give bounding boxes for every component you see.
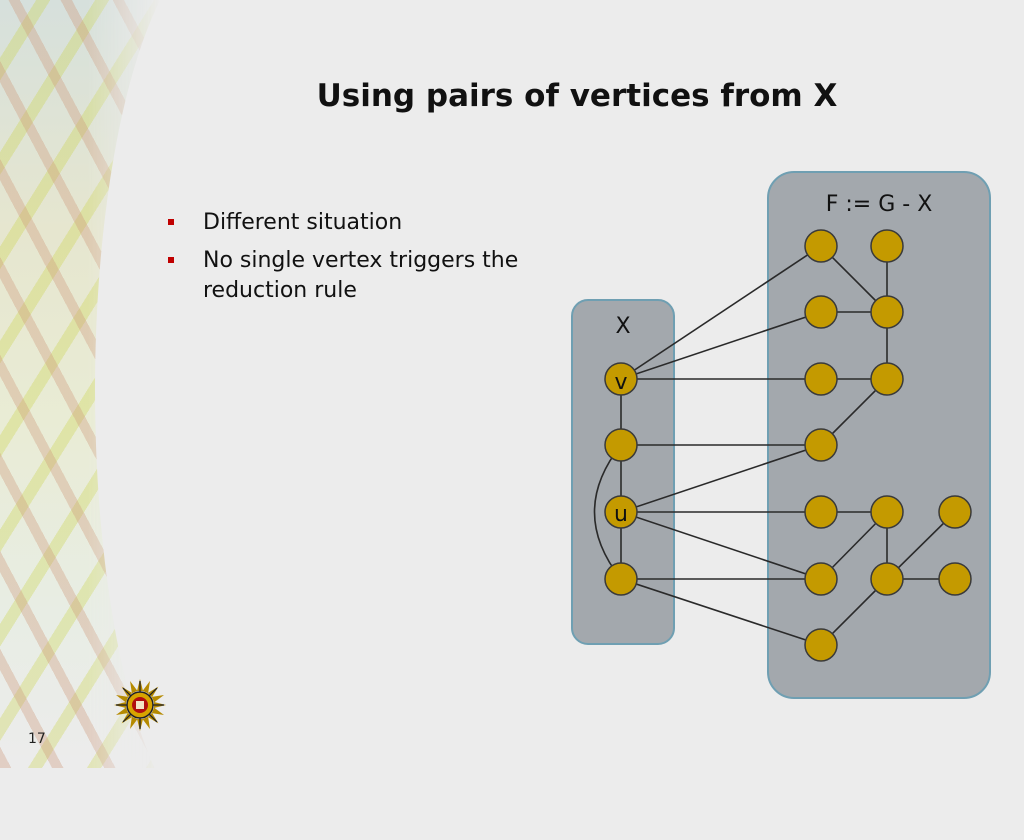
node-v-label: v <box>614 370 627 395</box>
box-f-label: F := G - X <box>826 192 933 217</box>
box-x <box>571 299 675 645</box>
edge <box>620 578 822 646</box>
node-f <box>804 562 838 596</box>
nodes <box>604 229 972 662</box>
bullet-marker <box>168 219 174 225</box>
bullet-list: Different situation No single vertex tri… <box>160 208 560 314</box>
node-x-2 <box>604 428 638 462</box>
edge <box>620 511 822 580</box>
node-f <box>804 428 838 462</box>
bullet-item: No single vertex triggers the reduction … <box>160 246 560 306</box>
slide-title: Using pairs of vertices from X <box>316 78 838 114</box>
edge <box>593 444 622 580</box>
node-f <box>804 495 838 529</box>
edge <box>620 444 822 513</box>
node-f <box>804 628 838 662</box>
node-x-v <box>604 362 638 396</box>
node-x-u <box>604 495 638 529</box>
node-f <box>870 562 904 596</box>
node-f <box>938 562 972 596</box>
bullet-marker <box>168 257 174 263</box>
edge <box>620 311 822 380</box>
bullet-text: Different situation <box>203 210 403 235</box>
node-x-4 <box>604 562 638 596</box>
edge <box>620 245 822 380</box>
node-f <box>870 495 904 529</box>
node-f <box>804 362 838 396</box>
bullet-item: Different situation <box>160 208 560 238</box>
university-logo-icon <box>114 679 166 731</box>
page-number: 17 <box>28 731 46 747</box>
node-f <box>870 295 904 329</box>
graph-diagram: F := G - X X <box>571 171 991 699</box>
node-f <box>804 295 838 329</box>
node-f <box>804 229 838 263</box>
node-f <box>870 229 904 263</box>
node-u-label: u <box>614 502 628 527</box>
bullet-text: No single vertex triggers the reduction … <box>203 248 519 303</box>
node-f <box>870 362 904 396</box>
node-f <box>938 495 972 529</box>
box-x-label: X <box>615 314 630 339</box>
